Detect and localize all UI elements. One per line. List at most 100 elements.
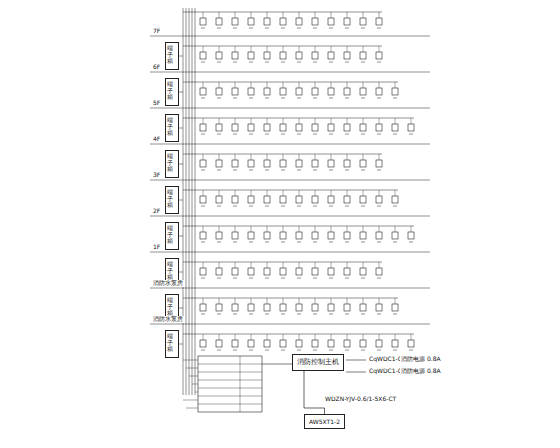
- drop-wire: [267, 226, 268, 232]
- drop-wire: [331, 226, 332, 232]
- drop-wire: [283, 334, 284, 340]
- cable-label: CqWDC1-0: [368, 368, 403, 375]
- device-tag: [201, 28, 205, 29]
- drop-wire: [331, 298, 332, 304]
- device-symbol: [344, 52, 350, 59]
- device-symbol: [248, 124, 254, 131]
- device-tag: [249, 206, 253, 207]
- device-symbol: [408, 232, 414, 239]
- drop-wire: [315, 82, 316, 88]
- device-tag: [361, 134, 365, 135]
- node-text: 端子箱: [167, 45, 173, 65]
- device-tag: [393, 206, 397, 207]
- table-wire: [183, 360, 198, 361]
- device-symbol: [232, 304, 238, 311]
- device-tag: [361, 62, 365, 63]
- drop-wire: [363, 334, 364, 340]
- bus-wire: [183, 8, 184, 395]
- device-symbol: [200, 340, 206, 347]
- device-tag: [281, 62, 285, 63]
- device-symbol: [392, 304, 398, 311]
- device-symbol: [376, 196, 382, 203]
- device-tag: [377, 206, 381, 207]
- drop-wire: [315, 154, 316, 160]
- device-symbol: [392, 88, 398, 95]
- device-symbol: [312, 160, 318, 167]
- node-text: 端子箱: [167, 81, 173, 101]
- drop-wire: [251, 298, 252, 304]
- device-symbol: [312, 52, 318, 59]
- device-tag: [265, 134, 269, 135]
- drop-wire: [251, 334, 252, 340]
- device-symbol: [216, 124, 222, 131]
- device-tag: [265, 242, 269, 243]
- device-symbol: [328, 18, 334, 25]
- drop-wire: [379, 262, 380, 268]
- device-symbol: [408, 340, 414, 347]
- device-symbol: [264, 160, 270, 167]
- drop-wire: [363, 82, 364, 88]
- drop-wire: [299, 154, 300, 160]
- drop-wire: [379, 82, 380, 88]
- device-symbol: [392, 232, 398, 239]
- drop-wire: [283, 226, 284, 232]
- device-symbol: [248, 52, 254, 59]
- drop-wire: [267, 154, 268, 160]
- device-symbol: [280, 18, 286, 25]
- device-symbol: [216, 160, 222, 167]
- device-tag: [233, 314, 237, 315]
- drop-wire: [395, 298, 396, 304]
- device-symbol: [296, 124, 302, 131]
- drop-wire: [299, 298, 300, 304]
- device-symbol: [232, 232, 238, 239]
- terminal-box: 端子箱: [165, 150, 179, 178]
- drop-wire: [283, 118, 284, 124]
- device-tag: [281, 28, 285, 29]
- device-symbol: [360, 160, 366, 167]
- device-tag: [313, 170, 317, 171]
- drop-wire: [363, 118, 364, 124]
- device-tag: [281, 170, 285, 171]
- drop-wire: [203, 82, 204, 88]
- drop-wire: [203, 226, 204, 232]
- device-symbol: [296, 160, 302, 167]
- device-tag: [233, 28, 237, 29]
- node-text: 端子箱: [167, 225, 173, 245]
- device-tag: [345, 170, 349, 171]
- drop-wire: [219, 82, 220, 88]
- device-tag: [201, 314, 205, 315]
- drop-wire: [283, 46, 284, 52]
- device-symbol: [312, 88, 318, 95]
- device-symbol: [264, 18, 270, 25]
- device-symbol: [312, 232, 318, 239]
- device-symbol: [232, 268, 238, 275]
- device-symbol: [312, 18, 318, 25]
- device-tag: [377, 278, 381, 279]
- device-tag: [265, 28, 269, 29]
- drop-wire: [363, 46, 364, 52]
- bus-wire: [189, 8, 190, 395]
- device-symbol: [248, 304, 254, 311]
- device-symbol: [360, 268, 366, 275]
- device-symbol: [280, 124, 286, 131]
- drop-wire: [411, 118, 412, 124]
- terminal-box: 端子箱: [165, 330, 179, 358]
- device-tag: [345, 242, 349, 243]
- device-tag: [313, 134, 317, 135]
- drop-wire: [331, 334, 332, 340]
- device-tag: [329, 314, 333, 315]
- device-tag: [377, 170, 381, 171]
- device-symbol: [216, 304, 222, 311]
- drop-wire: [395, 190, 396, 196]
- drop-wire: [267, 298, 268, 304]
- device-symbol: [200, 160, 206, 167]
- device-symbol: [376, 304, 382, 311]
- device-symbol: [392, 124, 398, 131]
- floor-label: 3F: [152, 172, 161, 179]
- device-symbol: [344, 268, 350, 275]
- device-tag: [217, 350, 221, 351]
- device-tag: [297, 242, 301, 243]
- device-tag: [361, 314, 365, 315]
- device-tag: [281, 242, 285, 243]
- device-symbol: [200, 304, 206, 311]
